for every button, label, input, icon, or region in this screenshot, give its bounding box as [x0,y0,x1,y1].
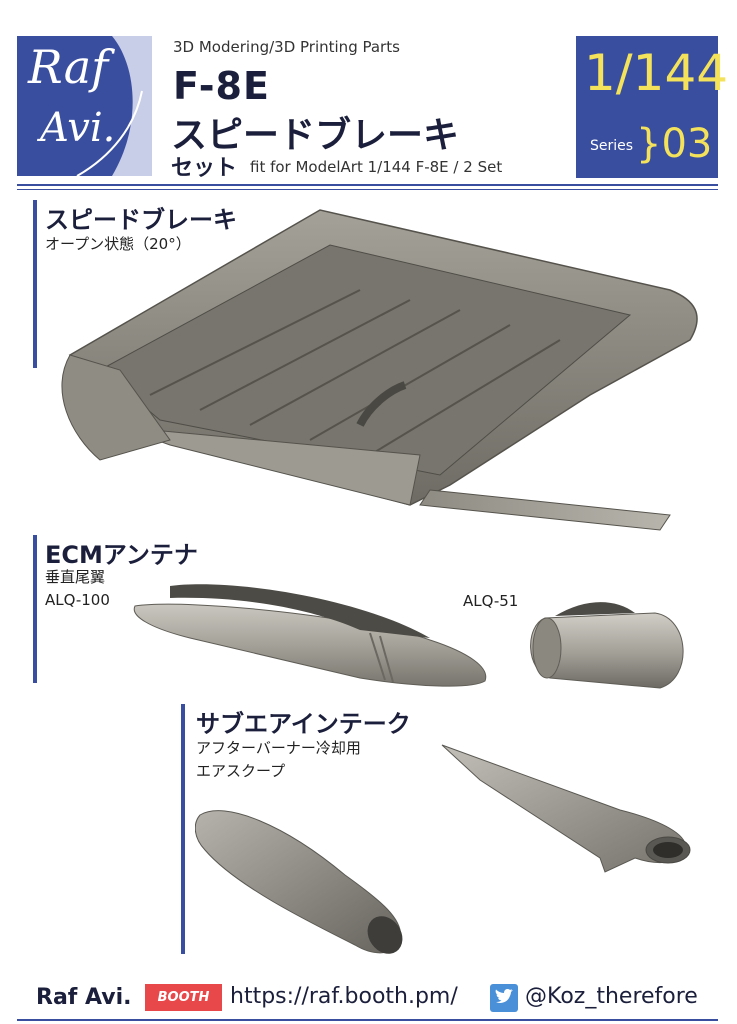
logo-swoosh-icon [76,36,152,176]
section-subtitle-ecm-2: ALQ-100 [45,591,110,609]
footer-brand: Raf Avi. [36,985,132,1010]
section-bar-speed-brake [33,200,37,368]
alq-100-render [133,584,487,687]
logo-text-raf: Raf [28,40,109,94]
product-subtitle: 3D Modering/3D Printing Parts [173,38,400,56]
section-title-ecm: ECMアンテナ [45,541,198,569]
header-divider [17,184,718,186]
title-model: F-8E [173,64,270,108]
section-title-speed-brake: スピードブレーキ [45,206,237,234]
section-bar-intake [181,704,185,954]
section-bar-ecm [33,535,37,683]
scale-text: 1/144 [584,44,729,102]
section-subtitle-speed-brake: オープン状態（20°） [45,235,191,253]
twitter-handle[interactable]: @Koz_therefore [525,984,698,1009]
series-number: }03 [636,121,713,167]
section-subtitle-ecm-1: 垂直尾翼 [45,568,106,586]
header-divider-thin [17,189,718,190]
twitter-bird-icon [495,989,513,1003]
section-subtitle-intake-1: アフターバーナー冷却用 [196,739,361,757]
speed-brake-render [61,209,698,531]
title-part: スピードブレーキ [171,115,460,156]
title-set: セット [171,156,238,181]
section-subtitle-intake-2: エアスクープ [196,762,286,780]
intake-scoop-render-2 [195,810,403,954]
logo [17,36,152,176]
series-label: Series [590,138,634,154]
logo-text-avi: Avi. [40,105,116,151]
label-alq-51: ALQ-51 [463,592,519,610]
section-title-intake: サブエアインテーク [196,710,411,738]
intake-scoop-render-1 [441,744,691,873]
scale-badge [576,36,718,178]
twitter-icon[interactable] [490,984,518,1012]
alq-51-render [530,602,684,689]
booth-url-link[interactable]: https://raf.booth.pm/ [230,984,458,1009]
footer-divider [17,1019,718,1021]
fit-for-text: fit for ModelArt 1/144 F-8E / 2 Set [250,158,503,176]
booth-badge[interactable]: BOOTH [145,984,222,1011]
